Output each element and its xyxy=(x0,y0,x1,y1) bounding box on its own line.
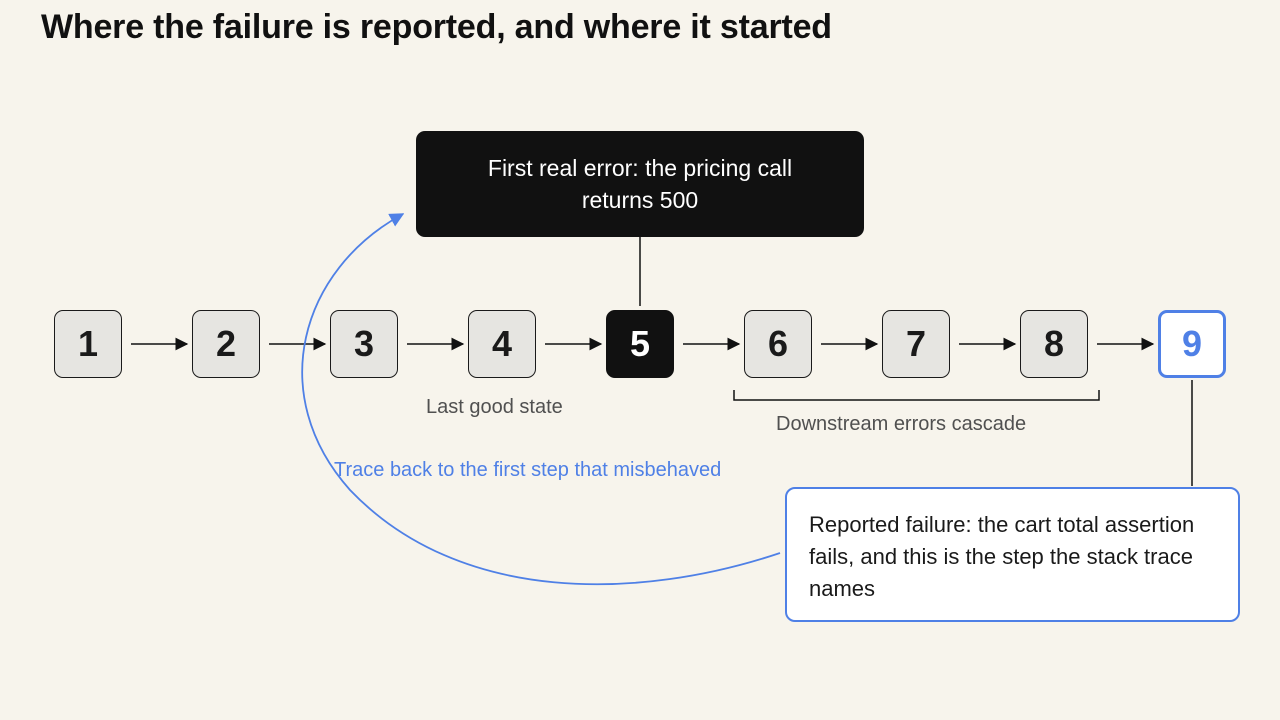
step-7: 7 xyxy=(882,310,950,378)
step-8: 8 xyxy=(1020,310,1088,378)
last-good-state-label: Last good state xyxy=(426,396,563,418)
step-1: 1 xyxy=(54,310,122,378)
step-3: 3 xyxy=(330,310,398,378)
diagram-title: Where the failure is reported, and where… xyxy=(41,8,832,46)
step-4: 4 xyxy=(468,310,536,378)
first-error-callout: First real error: the pricing call retur… xyxy=(416,131,864,237)
step-2: 2 xyxy=(192,310,260,378)
step-5-first-error: 5 xyxy=(606,310,674,378)
cascade-bracket xyxy=(733,390,1100,401)
step-6: 6 xyxy=(744,310,812,378)
reported-failure-callout-text: Reported failure: the cart total asserti… xyxy=(809,512,1195,601)
cascade-label: Downstream errors cascade xyxy=(776,413,1027,435)
trace-back-label: Trace back to the first step that misbeh… xyxy=(334,459,722,481)
step-9-reported: 9 xyxy=(1158,310,1226,378)
reported-failure-callout: Reported failure: the cart total asserti… xyxy=(785,487,1240,622)
first-error-callout-text: First real error: the pricing call retur… xyxy=(487,155,793,213)
trace-back-curve xyxy=(301,213,781,586)
